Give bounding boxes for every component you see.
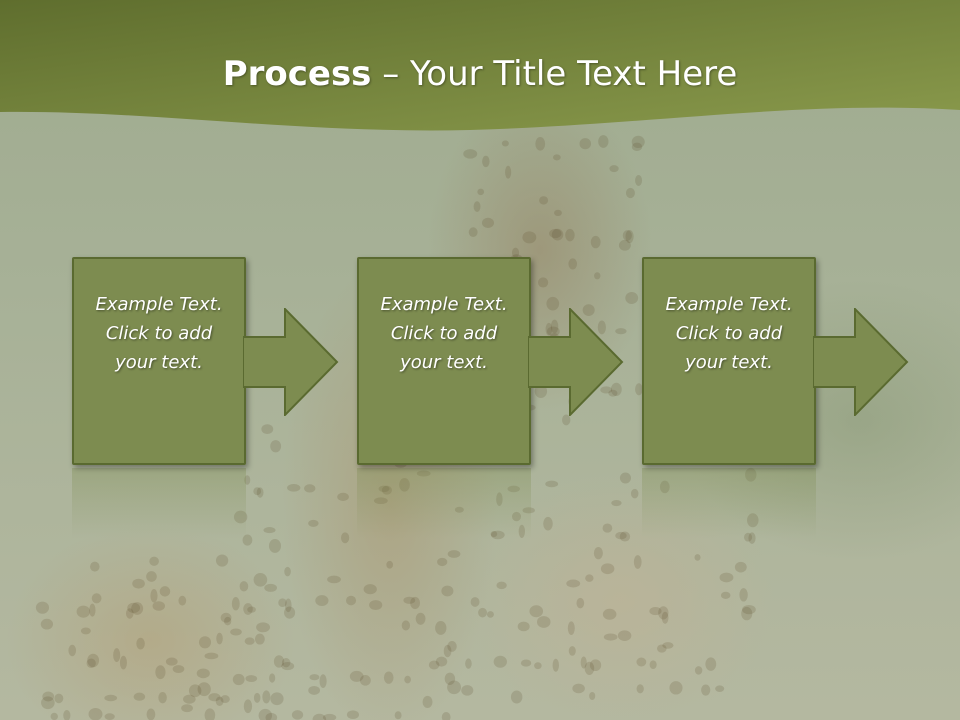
step-3-line-2: Click to add xyxy=(675,322,783,344)
right-arrow-icon xyxy=(243,308,339,416)
step-1-text[interactable]: Example Text. Click to add your text. xyxy=(84,290,234,377)
step-3-reflection xyxy=(642,468,816,538)
step-3-text[interactable]: Example Text. Click to add your text. xyxy=(654,290,804,377)
step-1-reflection xyxy=(72,468,246,538)
step-2-line-2: Click to add xyxy=(390,322,498,344)
title-rest: – Your Title Text Here xyxy=(371,54,738,94)
slide-title[interactable]: Process – Your Title Text Here xyxy=(0,52,960,96)
step-1-line-3: your text. xyxy=(115,351,203,373)
step-3-box[interactable]: Example Text. Click to add your text. xyxy=(642,257,816,465)
step-2-line-1: Example Text. xyxy=(380,293,508,315)
step-3-line-1: Example Text. xyxy=(665,293,793,315)
step-2-box[interactable]: Example Text. Click to add your text. xyxy=(357,257,531,465)
step-3-line-3: your text. xyxy=(685,351,773,373)
step-1-box[interactable]: Example Text. Click to add your text. xyxy=(72,257,246,465)
step-2-reflection xyxy=(357,468,531,538)
title-banner: Process – Your Title Text Here xyxy=(0,0,960,140)
title-banner-shape xyxy=(0,0,960,131)
step-1-line-2: Click to add xyxy=(105,322,213,344)
step-1-line-1: Example Text. xyxy=(95,293,223,315)
right-arrow-icon xyxy=(813,308,909,416)
title-bold: Process xyxy=(222,54,372,94)
step-2-line-3: your text. xyxy=(400,351,488,373)
step-2-text[interactable]: Example Text. Click to add your text. xyxy=(369,290,519,377)
right-arrow-icon xyxy=(528,308,624,416)
